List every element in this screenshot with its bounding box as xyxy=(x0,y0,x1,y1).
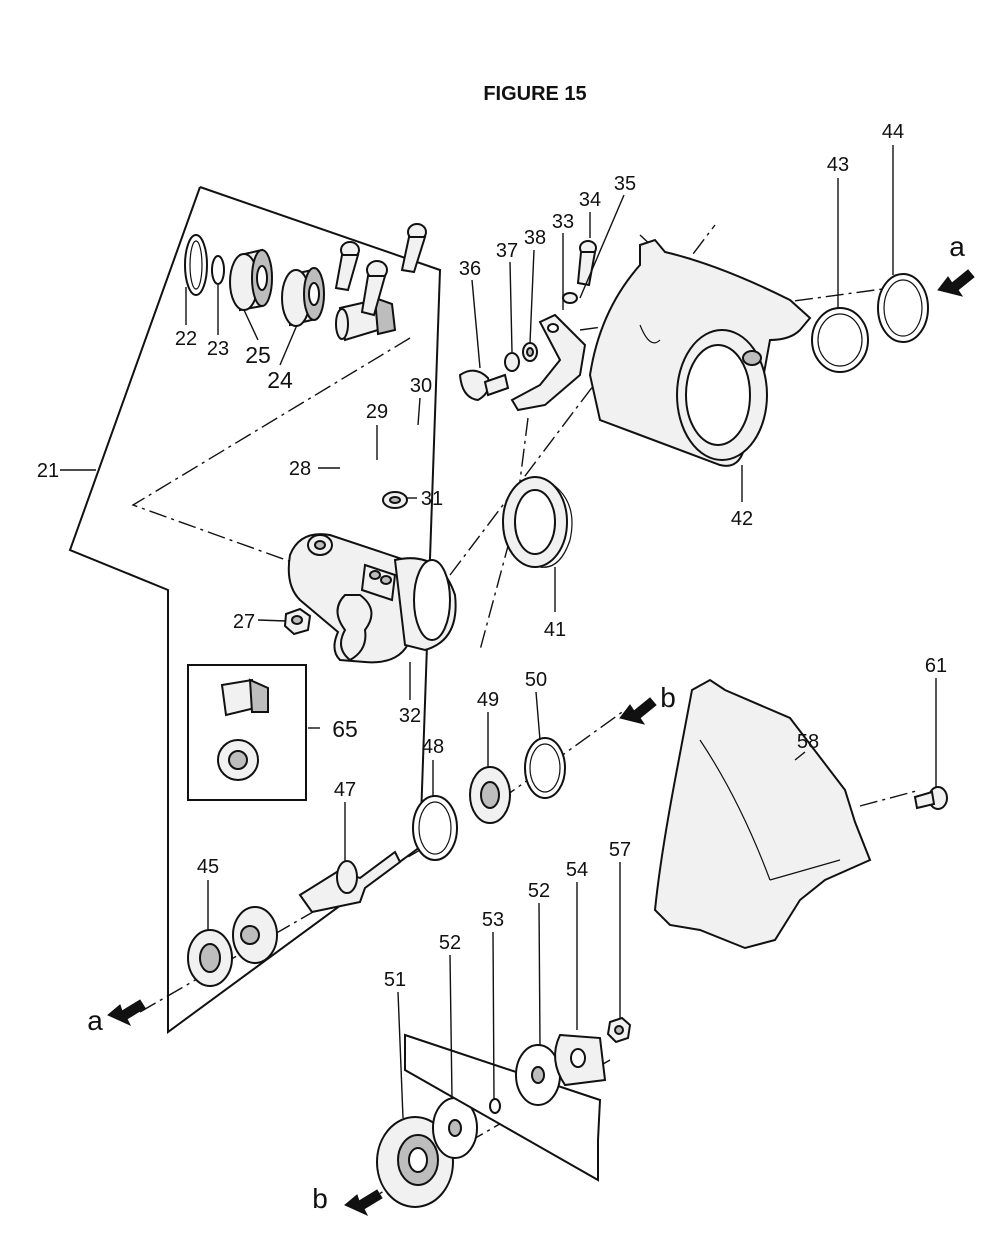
callout-45: 45 xyxy=(197,856,219,878)
connector-b-bottom: b xyxy=(312,1183,328,1214)
part-58-guard xyxy=(653,678,872,950)
part-34-bolt xyxy=(576,240,597,287)
arrow-a-bottom xyxy=(107,999,146,1027)
callout-48: 48 xyxy=(422,736,444,758)
callout-33: 33 xyxy=(552,211,574,233)
part-35-washer xyxy=(562,292,578,304)
part-47-shaft xyxy=(298,850,402,914)
leader-lines xyxy=(60,145,937,1119)
part-25-bearing xyxy=(229,248,273,312)
part-33-bracket xyxy=(510,313,587,412)
part-27-nut xyxy=(283,607,312,636)
part-54-plate xyxy=(554,1033,607,1087)
arrow-a-top xyxy=(937,269,975,297)
part-24-bearing xyxy=(281,267,325,327)
callout-57: 57 xyxy=(609,839,631,861)
connector-b-right: b xyxy=(660,682,676,713)
part-52-washer-upper xyxy=(515,1044,561,1106)
callout-24: 24 xyxy=(267,367,293,393)
callout-35: 35 xyxy=(614,173,636,195)
part-36-wing-bolt xyxy=(458,369,510,402)
connector-a-bottom: a xyxy=(87,1005,103,1036)
callout-29: 29 xyxy=(366,401,388,423)
part-31-washer xyxy=(382,491,408,509)
callout-21: 21 xyxy=(37,460,59,482)
part-44-snap-ring xyxy=(877,273,929,343)
callout-52-lower: 52 xyxy=(439,932,461,954)
callout-36: 36 xyxy=(459,258,481,280)
callout-61: 61 xyxy=(925,655,947,677)
part-38-washer xyxy=(522,342,538,362)
callout-65: 65 xyxy=(332,716,358,742)
part-28-bolt xyxy=(334,241,360,292)
part-30-bolt xyxy=(400,223,427,274)
part-65-kit xyxy=(187,664,307,801)
part-45-bearing xyxy=(187,929,233,987)
callout-22: 22 xyxy=(175,328,197,350)
callout-34: 34 xyxy=(579,189,601,211)
arrow-b-bottom xyxy=(344,1189,383,1217)
callout-58: 58 xyxy=(797,731,819,753)
callout-38: 38 xyxy=(524,227,546,249)
callout-51: 51 xyxy=(384,969,406,991)
part-23-ring xyxy=(211,255,225,285)
part-61-bolt xyxy=(913,786,948,810)
part-37-washer xyxy=(504,352,520,372)
callout-27: 27 xyxy=(233,611,255,633)
callout-44: 44 xyxy=(882,121,904,143)
callout-41: 41 xyxy=(544,619,566,641)
callout-37: 37 xyxy=(496,240,518,262)
callout-53: 53 xyxy=(482,909,504,931)
callout-28: 28 xyxy=(289,458,311,480)
part-49-bearing xyxy=(469,766,511,824)
callout-54: 54 xyxy=(566,859,588,881)
part-22-snap-ring xyxy=(184,234,208,296)
assembly-outline-21 xyxy=(68,186,442,1034)
callout-23: 23 xyxy=(207,338,229,360)
part-53-blade xyxy=(404,1033,602,1182)
part-50-snap-ring xyxy=(524,737,566,799)
callout-43: 43 xyxy=(827,154,849,176)
callout-42: 42 xyxy=(731,508,753,530)
part-41-sleeve xyxy=(502,476,573,568)
part-57-nut xyxy=(606,1016,632,1044)
callout-30: 30 xyxy=(410,375,432,397)
callout-31: 31 xyxy=(421,488,443,510)
part-32-gear-case xyxy=(287,533,457,664)
part-42-housing xyxy=(588,238,812,467)
callout-50: 50 xyxy=(525,669,547,691)
callout-47: 47 xyxy=(334,779,356,801)
callout-49: 49 xyxy=(477,689,499,711)
part-48-ring xyxy=(412,795,458,861)
callout-52-upper: 52 xyxy=(528,880,550,902)
part-29-bolt xyxy=(360,260,388,317)
connector-a-top: a xyxy=(949,231,965,262)
callout-25: 25 xyxy=(245,342,271,368)
bevel-gear xyxy=(232,906,278,964)
arrow-b-right xyxy=(619,697,657,725)
callout-32: 32 xyxy=(399,705,421,727)
part-43-ring xyxy=(811,307,869,373)
figure-title: FIGURE 15 xyxy=(483,83,586,105)
